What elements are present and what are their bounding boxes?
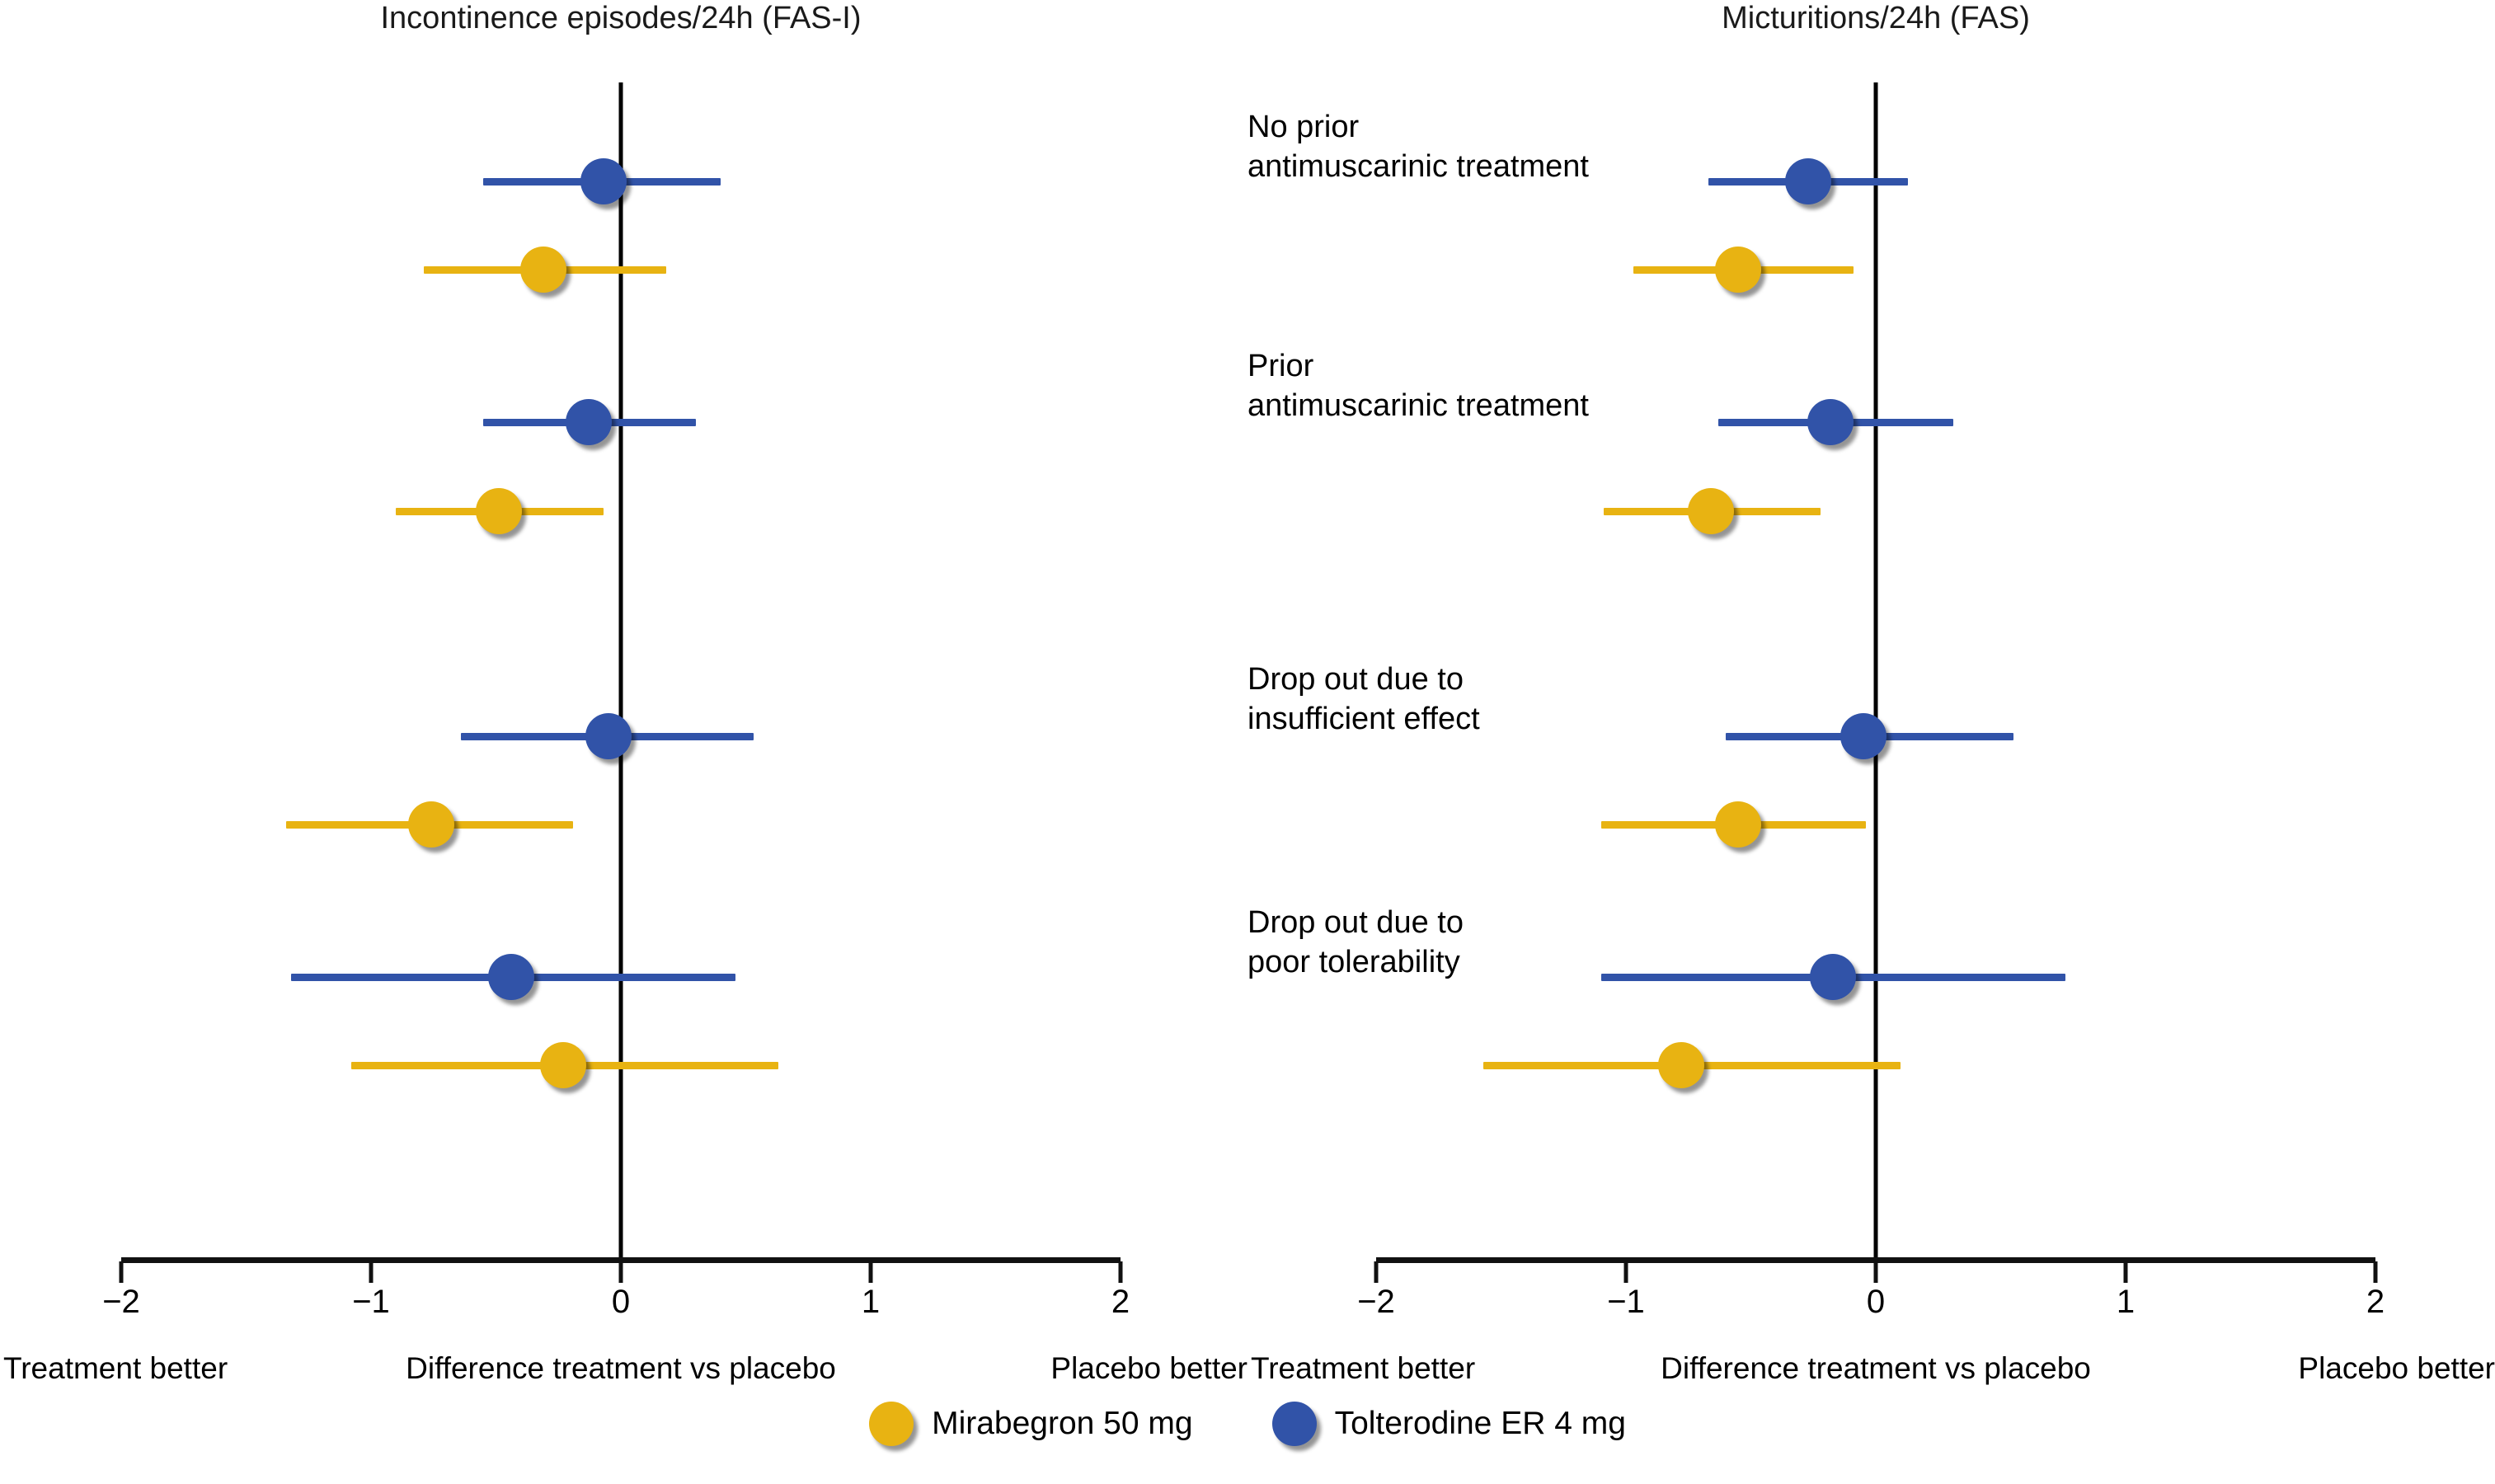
zero-reference-line	[1873, 82, 1878, 1263]
estimate-marker	[1657, 1042, 1704, 1088]
estimate-marker	[580, 158, 627, 204]
legend-label-tolterodine: Tolterodine ER 4 mg	[1334, 1406, 1626, 1441]
axis-caption-treatment-better: Treatment better	[1251, 1351, 1476, 1385]
estimate-marker	[1840, 713, 1887, 759]
x-axis-tick-label: 1	[861, 1284, 881, 1320]
x-axis-tick	[2123, 1261, 2128, 1283]
legend-marker-icon	[1271, 1402, 1317, 1446]
x-axis-tick-label: 2	[1111, 1284, 1130, 1320]
axis-caption-placebo-better: Placebo better	[1050, 1351, 1248, 1385]
axis-caption-difference: Difference treatment vs placebo	[406, 1351, 836, 1385]
x-axis-tick	[1873, 1261, 1878, 1283]
x-axis-tick-label: −2	[102, 1284, 140, 1320]
axis-caption-treatment-better: Treatment better	[3, 1351, 228, 1385]
estimate-marker	[1807, 399, 1854, 445]
x-axis-tick-label: 0	[1866, 1284, 1886, 1320]
estimate-marker	[1715, 801, 1762, 848]
estimate-marker	[407, 801, 454, 848]
estimate-marker	[540, 1042, 587, 1088]
x-axis-tick	[2373, 1261, 2378, 1283]
x-axis-tick	[1374, 1261, 1379, 1283]
x-axis-tick	[1118, 1261, 1123, 1283]
x-axis-tick-label: −1	[352, 1284, 390, 1320]
zero-reference-line	[618, 82, 623, 1263]
estimate-marker	[565, 399, 612, 445]
axis-caption-placebo-better: Placebo better	[2298, 1351, 2495, 1385]
legend-item-tolterodine: Tolterodine ER 4 mg	[1271, 1402, 1626, 1446]
x-axis-line	[121, 1257, 1121, 1263]
x-axis-tick	[1623, 1261, 1628, 1283]
x-axis-tick	[618, 1261, 623, 1283]
panel-title-left: Incontinence episodes/24h (FAS-I)	[380, 1, 862, 35]
estimate-marker	[1715, 247, 1762, 293]
x-axis-tick	[868, 1261, 873, 1283]
legend: Mirabegron 50 mg Tolterodine ER 4 mg	[0, 1402, 2495, 1446]
x-axis-tick-label: 1	[2116, 1284, 2136, 1320]
panel-title-right: Micturitions/24h (FAS)	[1722, 1, 2030, 35]
estimate-marker	[1785, 158, 1832, 204]
estimate-marker	[487, 954, 534, 1000]
x-axis-line	[1376, 1257, 2375, 1263]
estimate-marker	[1688, 488, 1735, 534]
x-axis-tick-label: 2	[2366, 1284, 2385, 1320]
legend-label-mirabegron: Mirabegron 50 mg	[932, 1406, 1193, 1441]
estimate-marker	[1810, 954, 1857, 1000]
x-axis-tick	[119, 1261, 124, 1283]
legend-item-mirabegron: Mirabegron 50 mg	[869, 1402, 1193, 1446]
estimate-marker	[475, 488, 522, 534]
x-axis-tick-label: −2	[1357, 1284, 1395, 1320]
x-axis-tick-label: −1	[1607, 1284, 1645, 1320]
x-axis-tick	[369, 1261, 374, 1283]
axis-caption-difference: Difference treatment vs placebo	[1661, 1351, 2091, 1385]
estimate-marker	[585, 713, 632, 759]
estimate-marker	[520, 247, 567, 293]
legend-marker-icon	[869, 1402, 914, 1446]
x-axis-tick-label: 0	[611, 1284, 631, 1320]
